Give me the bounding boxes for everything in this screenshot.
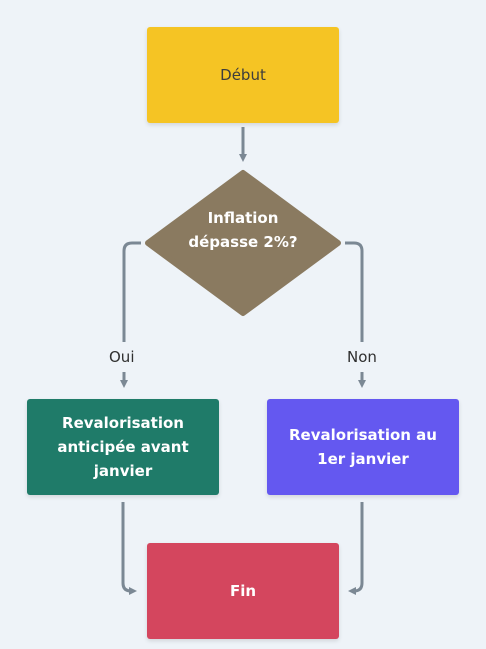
edge-right-to-end — [348, 502, 364, 595]
node-decision-label: Inflation dépasse 2%? — [188, 209, 298, 251]
node-left-label: Revalorisation anticipée avant janvier — [57, 414, 189, 480]
edge-left-to-end — [121, 502, 137, 595]
edge-label-non: Non — [347, 348, 377, 366]
node-revalorisation-janvier: Revalorisation au 1er janvier — [267, 399, 459, 495]
node-start-label: Début — [220, 66, 266, 84]
node-right-label: Revalorisation au 1er janvier — [289, 426, 437, 468]
edge-decision-to-left — [122, 241, 141, 342]
edge-decision-to-right — [345, 241, 364, 342]
node-start: Début — [147, 27, 339, 123]
node-end-label: Fin — [229, 582, 257, 600]
node-revalorisation-anticipee: Revalorisation anticipée avant janvier — [27, 399, 219, 495]
node-end: Fin — [147, 543, 339, 639]
edge-label-oui: Oui — [109, 348, 135, 366]
decision-diamond — [145, 170, 341, 316]
